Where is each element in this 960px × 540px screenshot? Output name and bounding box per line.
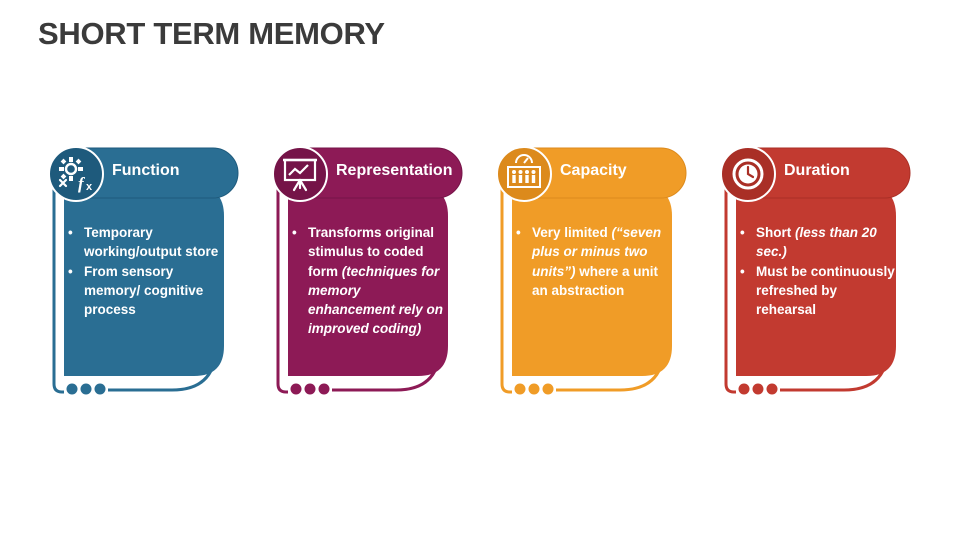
bullet-list: Transforms original stimulus to coded fo… [288, 223, 448, 339]
clock-icon [720, 146, 776, 202]
card-title: Representation [336, 162, 453, 179]
bullet-text-italic: (“seven plus or minus two units”) [532, 225, 662, 279]
bullet-text: From sensory memory/ cognitive process [84, 263, 204, 318]
card-duration: DurationShort (less than 20 sec.)Must be… [720, 146, 912, 398]
bullet-text-italic: (techniques for memory enhancement rely … [308, 263, 444, 337]
gear-function-icon: f x [48, 146, 104, 202]
card-title: Function [112, 162, 180, 179]
bullet-text: Temporary working/output store [84, 225, 219, 260]
card-function: f x FunctionTemporary working/output sto… [48, 146, 240, 398]
bullet-list: Short (less than 20 sec.)Must be continu… [736, 223, 896, 319]
page-title: SHORT TERM MEMORY [38, 16, 385, 51]
bullet-item: Very limited (“seven plus or minus two u… [512, 223, 672, 300]
svg-text:f: f [78, 174, 86, 193]
presentation-chart-icon [272, 146, 328, 202]
bullet-text: where a unit an abstraction [532, 263, 659, 298]
people-gauge-icon [496, 146, 552, 202]
bullet-item: Must be continuously refreshed by rehear… [736, 262, 896, 320]
card-title: Capacity [560, 162, 627, 179]
bullet-text: Short [756, 225, 795, 240]
card-representation: RepresentationTransforms original stimul… [272, 146, 464, 398]
bullet-list: Temporary working/output storeFrom senso… [64, 223, 224, 319]
bullet-text: Must be continuously refreshed by rehear… [756, 263, 895, 318]
svg-text:x: x [86, 181, 93, 193]
bullet-item: From sensory memory/ cognitive process [64, 262, 224, 320]
bullet-text: Very limited [532, 225, 612, 240]
bullet-item: Short (less than 20 sec.) [736, 223, 896, 262]
card-capacity: CapacityVery limited (“seven plus or min… [496, 146, 688, 398]
bullet-list: Very limited (“seven plus or minus two u… [512, 223, 672, 300]
bullet-text-italic: (less than 20 sec.) [756, 225, 877, 260]
bullet-item: Temporary working/output store [64, 223, 224, 262]
bullet-item: Transforms original stimulus to coded fo… [288, 223, 448, 339]
card-title: Duration [784, 162, 850, 179]
bullet-text: Transforms original stimulus to coded fo… [308, 225, 435, 279]
